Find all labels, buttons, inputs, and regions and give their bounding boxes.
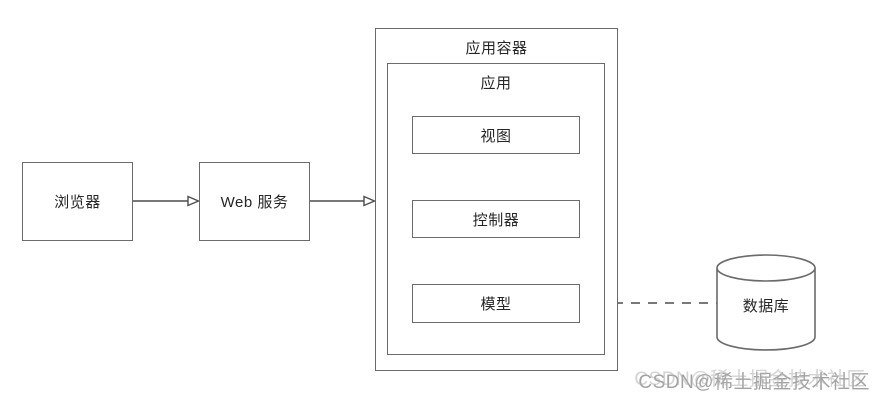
browser-node: 浏览器: [22, 162, 133, 241]
model-label: 模型: [480, 296, 512, 313]
web-service-node: Web 服务: [199, 162, 310, 241]
app-label: 应用: [480, 75, 512, 92]
watermark-text: CSDN@稀土掘金技术社区: [638, 372, 870, 393]
arrow-browser-to-webservice: [133, 195, 201, 207]
arrow-webservice-to-container: [310, 195, 377, 207]
browser-label: 浏览器: [54, 194, 101, 211]
controller-label: 控制器: [472, 211, 520, 229]
watermark-ghost-text: CSDN@稀土掘金技术社区: [634, 369, 866, 390]
web-service-label: Web 服务: [220, 194, 289, 211]
app-container-node: 应用容器 应用 视图 控制器 模型: [375, 28, 618, 371]
controller-node: 控制器: [412, 200, 580, 238]
watermark: CSDN@稀土掘金技术社区 CSDN@稀土掘金技术社区: [634, 367, 870, 394]
model-node: 模型: [412, 284, 580, 323]
view-node: 视图: [412, 116, 580, 154]
app-container-label: 应用容器: [465, 40, 528, 57]
database-label: 数据库: [742, 298, 790, 315]
app-node: 应用 视图 控制器 模型: [387, 63, 605, 355]
view-label: 视图: [480, 127, 512, 145]
